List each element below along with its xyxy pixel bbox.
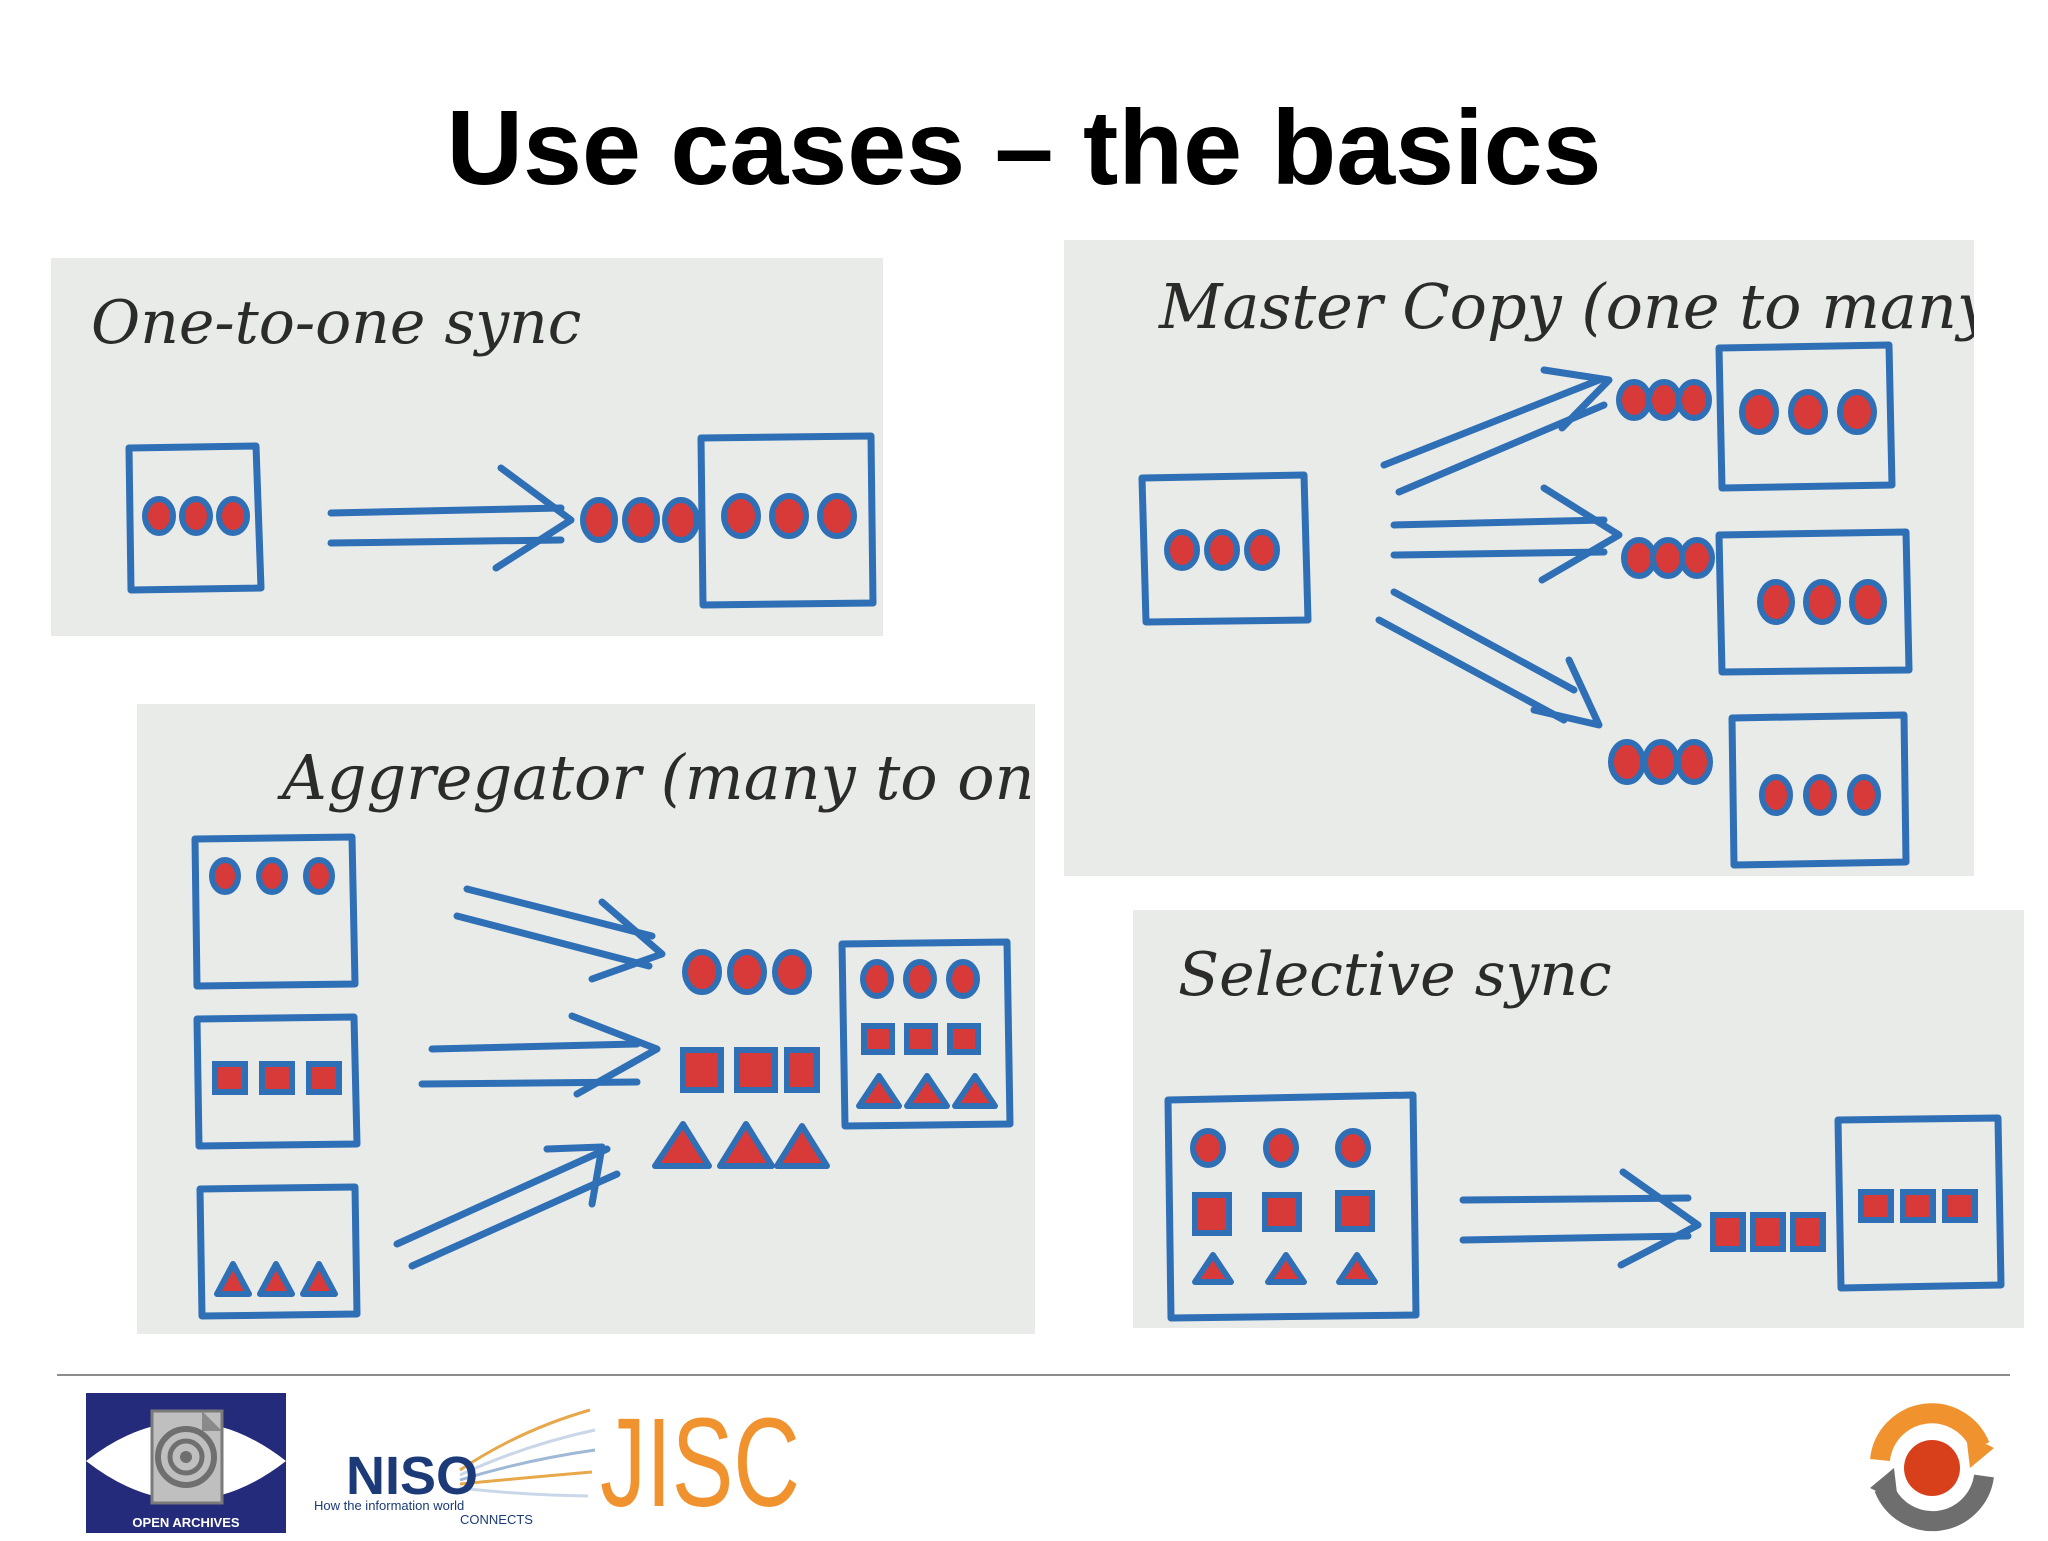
- arrow-2-shaft: [1390, 516, 1608, 559]
- niso-tagline-line-1: How the information world: [314, 1498, 464, 1513]
- selective-sync-diagram: Selective sync: [1164, 940, 2005, 1322]
- panel-one-to-one-sync: One-to-one sync: [51, 258, 883, 636]
- resource-squares: [212, 1023, 981, 1095]
- resource-triangles: [214, 1073, 998, 1297]
- panel-selective-sync: Selective sync: [1133, 910, 2024, 1328]
- selective-sync-label: Selective sync: [1178, 940, 1612, 1010]
- open-archives-logo: OPEN ARCHIVES: [86, 1393, 286, 1533]
- footer-divider: [57, 1374, 2010, 1376]
- arrow-3-head: [543, 1143, 606, 1208]
- arrow-1-shaft: [1380, 376, 1608, 496]
- open-archives-eye-icon: OPEN ARCHIVES: [86, 1409, 286, 1530]
- copy-box-3: [1728, 711, 1910, 869]
- arrow-3-shaft: [1375, 588, 1578, 724]
- sync-arrow-head: [492, 464, 575, 572]
- arrow-2-head: [568, 1012, 661, 1098]
- source-repository-box: [125, 442, 265, 594]
- sync-arrow-shaft: [1459, 1194, 1692, 1244]
- aggregator-label: Aggregator (many to one): [277, 741, 1035, 814]
- resource-dots: [1164, 379, 1887, 816]
- panel-master-copy: Master Copy (one to many): [1064, 240, 1974, 876]
- panel-aggregator: Aggregator (many to one): [137, 704, 1035, 1334]
- open-archives-caption: OPEN ARCHIVES: [132, 1515, 239, 1530]
- source-box-2: [193, 1013, 361, 1150]
- slide-title: Use cases – the basics: [446, 89, 1602, 207]
- master-copy-label: Master Copy (one to many): [1158, 270, 1974, 343]
- arrow-1-head: [588, 898, 666, 983]
- source-triangles: [1192, 1252, 1378, 1285]
- resource-squares: [1192, 1189, 1978, 1252]
- target-repository-box: [1834, 1114, 2005, 1292]
- resource-circles: [209, 857, 980, 999]
- arrow-1-shaft: [453, 885, 656, 970]
- sync-arrow-head: [1617, 1168, 1702, 1269]
- niso-tagline-line-2: CONNECTS: [460, 1512, 533, 1527]
- niso-logo: NISO How the information world CONNECTS: [310, 1400, 600, 1530]
- niso-logo-graphic: NISO How the information world CONNECTS: [314, 1408, 596, 1527]
- niso-name: NISO: [346, 1446, 478, 1506]
- arrow-2-head: [1538, 484, 1623, 584]
- source-circles: [1190, 1128, 1371, 1168]
- source-box-1: [191, 833, 359, 990]
- aggregator-diagram: Aggregator (many to one): [191, 741, 1035, 1320]
- resource-dots: [142, 493, 857, 543]
- arrow-3-shaft: [393, 1145, 621, 1270]
- source-repository-box: [1164, 1091, 1420, 1322]
- jisc-logo: JISC: [600, 1392, 820, 1533]
- sync-arrow-shaft: [327, 504, 565, 547]
- jisc-name: JISC: [600, 1398, 800, 1518]
- master-copy-diagram: Master Copy (one to many): [1138, 270, 1974, 869]
- one-to-one-label: One-to-one sync: [91, 288, 581, 358]
- resourcesync-emblem: [1862, 1398, 2002, 1536]
- target-repository-box: [697, 432, 877, 609]
- sync-cycle-icon: [1870, 1403, 1994, 1532]
- arrow-1-head: [1540, 366, 1613, 432]
- aggregator-box: [838, 938, 1014, 1130]
- one-to-one-diagram: One-to-one sync: [91, 288, 877, 609]
- arrow-3-head: [1530, 656, 1603, 729]
- copy-box-1: [1715, 341, 1896, 492]
- copy-box-2: [1715, 528, 1913, 676]
- master-repository-box: [1138, 471, 1312, 626]
- source-box-3: [196, 1183, 361, 1320]
